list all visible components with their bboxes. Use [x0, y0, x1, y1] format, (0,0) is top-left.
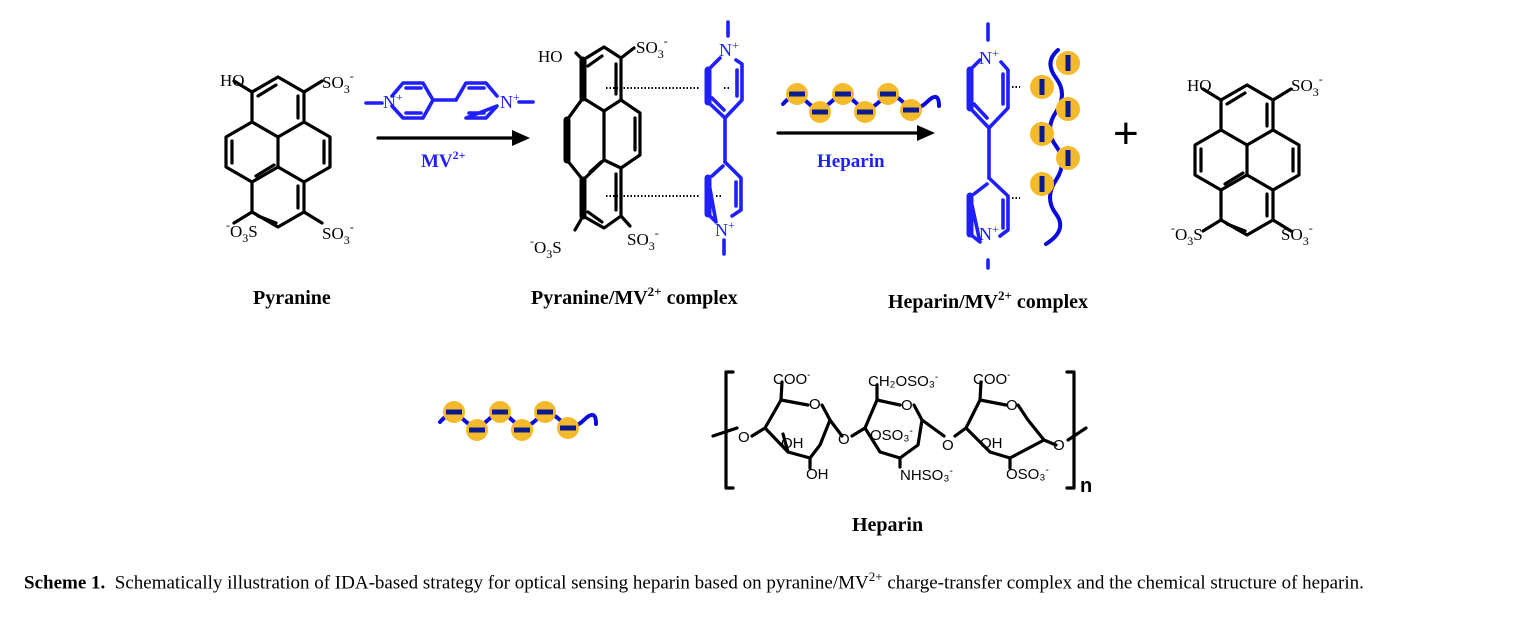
complex-n-plus-bottom: N+	[715, 218, 735, 240]
methyl-viologen-structure: N+ N+	[364, 81, 535, 120]
oso3-label-2: OSO₃-	[1006, 465, 1049, 483]
pyranine-released-structure: HO SO3- -O3S SO3-	[1171, 72, 1323, 248]
released-so3-top: SO3-	[1291, 72, 1323, 99]
heparin-chain-icon-arrow	[781, 83, 941, 123]
released-o3s-left: -O3S	[1171, 221, 1203, 248]
oh-label-1: OH	[781, 435, 804, 452]
pyranine-mv-complex-label: Pyranine/MV2+ complex	[531, 284, 738, 309]
minus-icon	[1039, 126, 1045, 142]
caption-label: Scheme 1.	[24, 572, 106, 594]
arrow1-reagent-label: MV2+	[421, 148, 466, 172]
minus-icon	[469, 427, 485, 433]
minus-icon	[903, 107, 919, 113]
nhso3-label: NHSO₃-	[900, 466, 953, 484]
heparin-mv-complex: N+ N+	[966, 22, 1020, 270]
minus-icon	[537, 409, 553, 415]
glycosidic-o-3: O	[942, 437, 954, 454]
minus-icon	[835, 91, 851, 97]
mv-n-plus-right: N+	[500, 90, 520, 112]
minus-icon	[1039, 176, 1045, 192]
ch2oso3-label: CH₂OSO₃-	[868, 372, 938, 390]
minus-icon	[1039, 79, 1045, 95]
ring-o-1: O	[809, 396, 821, 413]
released-so3-bottom: SO3-	[1281, 221, 1313, 248]
coo-label-2: COO-	[973, 370, 1011, 388]
arrow2-reagent-label: Heparin	[817, 151, 885, 172]
minus-icon	[789, 91, 805, 97]
polymer-backbone	[1044, 48, 1064, 246]
complex-ho-label: HO	[538, 47, 563, 66]
complex-n-plus-top: N+	[719, 38, 739, 60]
minus-icon	[1065, 55, 1071, 71]
glycosidic-o-1: O	[738, 429, 750, 446]
heparin-chemical-structure: O O O O O O O COO- CH₂OSO₃- COO- OH OH O…	[711, 370, 1092, 497]
minus-icon	[1065, 101, 1071, 117]
pyranine-structure: HO SO3- -O3S SO3-	[220, 69, 354, 247]
oh-label-2: OH	[806, 466, 829, 483]
ring-o-2: O	[901, 397, 913, 414]
repeat-unit-n: n	[1080, 475, 1092, 497]
pyranine-mv-complex: HO SO3- -O3S SO3- N+ N+	[530, 20, 744, 261]
caption-text: Schematically illustration of IDA-based …	[114, 572, 869, 594]
minus-icon	[446, 409, 462, 415]
coo-label-1: COO-	[773, 370, 811, 388]
mv-n-plus-left: N+	[383, 90, 403, 112]
caption-text-tail: charge-transfer complex and the chemical…	[882, 572, 1364, 594]
glycosidic-o-2: O	[838, 431, 850, 448]
minus-icon	[812, 109, 828, 115]
reaction-arrow-1	[376, 130, 530, 146]
minus-icon	[880, 91, 896, 97]
complex-so3-top: SO3-	[636, 34, 668, 61]
oso3-label-1: OSO₃-	[870, 426, 913, 444]
released-ho-label: HO	[1187, 76, 1212, 95]
plus-sign: +	[1113, 109, 1139, 158]
heparin-structure-label: Heparin	[852, 514, 923, 536]
pyranine-so3-top: SO3-	[322, 69, 354, 96]
heparin-complex-n-plus-top: N+	[979, 46, 999, 68]
heparin-chain-legend-icon	[438, 401, 598, 441]
ring-o-3: O	[1006, 397, 1018, 414]
pyranine-label: Pyranine	[253, 287, 331, 309]
reaction-arrow-2	[776, 125, 935, 141]
heparin-mv-complex-label: Heparin/MV2+ complex	[888, 288, 1088, 313]
heparin-complex-n-plus-bottom: N+	[979, 222, 999, 244]
minus-icon	[514, 427, 530, 433]
oh-label-3: OH	[980, 435, 1003, 452]
minus-icon	[857, 109, 873, 115]
pyranine-ho-label: HO	[220, 71, 245, 90]
figure-caption: Scheme 1. Schematically illustration of …	[24, 564, 1519, 596]
pyranine-so3-bottom: SO3-	[322, 220, 354, 247]
minus-icon	[1065, 150, 1071, 166]
glycosidic-o-4: O	[1053, 437, 1065, 454]
complex-so3-bottom: SO3-	[627, 226, 659, 253]
minus-icon	[560, 425, 576, 431]
caption-sup: 2+	[868, 569, 883, 584]
minus-icon	[492, 409, 508, 415]
scheme-diagram: HO SO3- -O3S SO3- Pyranine N+ N+ MV2+	[220, 20, 1323, 536]
complex-o3s-left: -O3S	[530, 234, 562, 261]
heparin-chain-vertical	[1030, 48, 1080, 246]
pyranine-o3s-left: -O3S	[226, 218, 258, 245]
